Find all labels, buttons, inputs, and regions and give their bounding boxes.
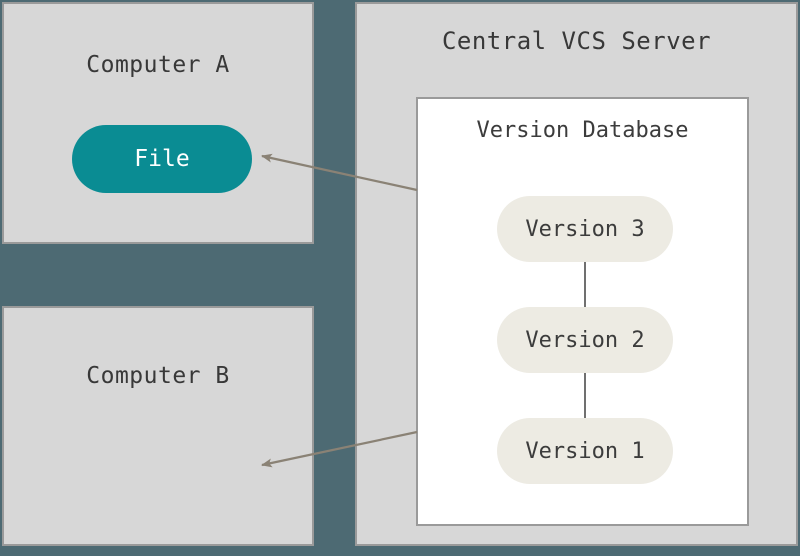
version-node-1[interactable]: Version 1 <box>497 418 673 484</box>
version-node-1-label: Version 1 <box>525 438 645 464</box>
version-database-panel: Version Database Version 3 Version 2 Ver… <box>416 97 749 526</box>
computer-a-file-label: File <box>134 146 190 172</box>
version-node-3-label: Version 3 <box>525 216 645 242</box>
version-node-2-label: Version 2 <box>525 327 645 353</box>
central-vcs-server-title: Central VCS Server <box>441 27 712 55</box>
computer-a-title: Computer A <box>86 52 230 78</box>
computer-a-panel: Computer A File <box>2 2 314 244</box>
computer-b-panel: Computer B File <box>2 306 314 546</box>
version-node-3[interactable]: Version 3 <box>497 196 673 262</box>
computer-a-file-node[interactable]: File <box>72 125 252 193</box>
computer-b-title: Computer B <box>86 363 230 389</box>
central-vcs-server-panel: Central VCS Server Version Database Vers… <box>355 2 798 546</box>
version-connector-3-to-2 <box>584 262 586 307</box>
version-database-title: Version Database <box>476 118 689 143</box>
version-node-2[interactable]: Version 2 <box>497 307 673 373</box>
version-connector-2-to-1 <box>584 373 586 418</box>
